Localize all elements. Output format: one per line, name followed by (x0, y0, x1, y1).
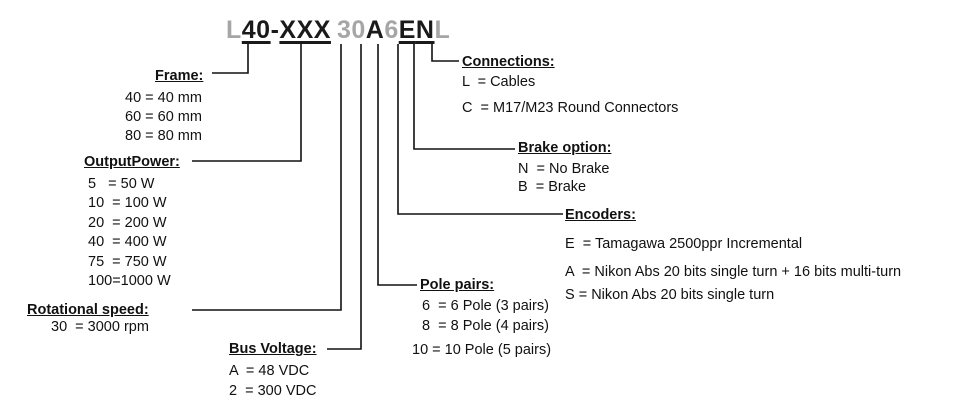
code-dash: - (270, 16, 280, 44)
brake-option-title: Brake option: (518, 140, 612, 156)
output-power-title: OutputPower: (84, 154, 180, 170)
frame-option-40: 40 = 40 mm (125, 90, 202, 106)
connections-option-l: L = Cables (462, 74, 536, 90)
bus-voltage-connector (327, 44, 362, 350)
code-bus-voltage: A (365, 16, 385, 44)
encoder-option-a: A = Nikon Abs 20 bits single turn + 16 b… (565, 264, 902, 280)
code-output-power: XXX (279, 16, 331, 44)
pole-pairs-option-6: 6 = 6 Pole (3 pairs) (422, 298, 549, 314)
rotational-speed-title: Rotational speed: (27, 302, 149, 318)
rotational-speed-option-30: 30 = 3000 rpm (51, 319, 149, 335)
frame-option-60: 60 = 60 mm (125, 109, 202, 125)
brake-option-n: N = No Brake (518, 161, 610, 177)
code-series: L (226, 16, 242, 44)
output-power-option-5: 5 = 50 W (88, 176, 155, 192)
brake-option-b: B = Brake (518, 179, 587, 195)
encoder-option-s: S = Nikon Abs 20 bits single turn (565, 287, 775, 303)
pole-pairs-title: Pole pairs: (420, 277, 495, 293)
code-rotational-speed: 30 (336, 16, 366, 44)
pole-pairs-connector (377, 44, 417, 286)
code-encoder: E (398, 16, 416, 44)
encoders-connector (397, 44, 563, 215)
code-brake: N (415, 16, 435, 44)
bus-voltage-option-2: 2 = 300 VDC (229, 383, 317, 399)
bus-voltage-title: Bus Voltage: (229, 341, 317, 357)
frame-title: Frame: (155, 68, 204, 84)
output-power-option-10: 10 = 100 W (88, 195, 167, 211)
rotational-speed-connector (192, 44, 342, 311)
connections-connector (431, 44, 459, 62)
connections-option-c: C = M17/M23 Round Connectors (462, 100, 679, 116)
pole-pairs-option-8: 8 = 8 Pole (4 pairs) (422, 318, 549, 334)
output-power-option-100: 100=1000 W (88, 273, 171, 289)
encoders-title: Encoders: (565, 207, 636, 223)
brake-connector (413, 44, 515, 150)
frame-connector (212, 44, 249, 74)
output-power-connector (192, 44, 302, 162)
output-power-option-75: 75 = 750 W (88, 254, 167, 270)
bus-voltage-option-a: A = 48 VDC (229, 363, 310, 379)
pole-pairs-option-10: 10 = 10 Pole (5 pairs) (412, 342, 552, 358)
encoder-option-e: E = Tamagawa 2500ppr Incremental (565, 236, 803, 252)
frame-option-80: 80 = 80 mm (125, 128, 202, 144)
connections-title: Connections: (462, 54, 555, 70)
code-pole-pairs: 6 (384, 16, 399, 44)
output-power-option-20: 20 = 200 W (88, 215, 167, 231)
output-power-option-40: 40 = 400 W (88, 234, 167, 250)
code-frame: 40 (241, 16, 271, 44)
code-connections: L (434, 16, 451, 44)
